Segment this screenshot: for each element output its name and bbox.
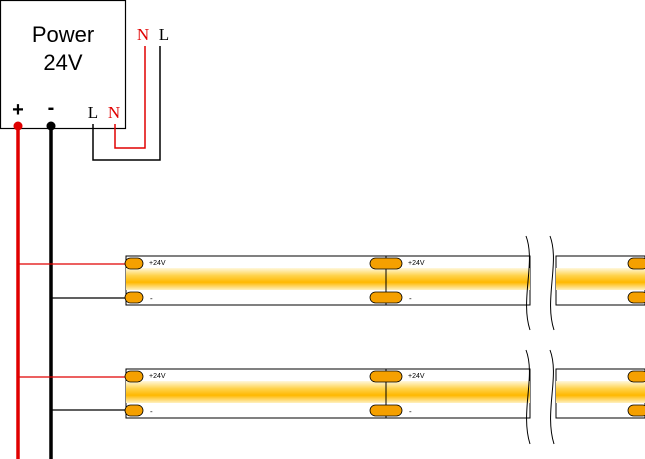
solder-pad — [124, 370, 144, 383]
plus-terminal-label: + — [12, 99, 24, 121]
terminal-neutral-label: N — [108, 103, 120, 122]
power-supply-voltage: 24V — [43, 50, 82, 75]
positive-pad-label: +24V — [408, 373, 425, 380]
negative-pad-label: - — [409, 407, 412, 416]
positive-pad-label: +24V — [149, 373, 166, 380]
terminal-line-label: L — [88, 103, 98, 122]
solder-pad — [369, 257, 403, 270]
led-core — [556, 381, 645, 403]
power-supply-title: Power — [32, 22, 94, 47]
solder-pad — [627, 257, 645, 270]
solder-pad — [124, 404, 144, 417]
strip-2-segment-a — [125, 368, 531, 419]
minus-terminal-label: - — [48, 97, 55, 119]
solder-pad — [124, 257, 144, 270]
break-mark-right — [549, 349, 555, 445]
led-core — [126, 268, 530, 290]
led-core — [126, 381, 530, 403]
solder-pad — [124, 291, 144, 304]
neutral-wire — [114, 46, 146, 149]
solder-pad — [369, 370, 403, 383]
solder-pad — [627, 404, 645, 417]
solder-pad — [627, 291, 645, 304]
power-supply: Power 24V + - — [0, 0, 127, 131]
positive-pad-label: +24V — [149, 260, 166, 267]
led-strip-2: +24V +24V - - — [18, 345, 645, 449]
negative-pad-label: - — [150, 407, 153, 416]
strip-1-segment-a — [125, 255, 531, 306]
break-mark-right — [549, 235, 555, 331]
led-strip-1: +24V +24V - - — [18, 230, 645, 334]
break-mark-left — [525, 235, 531, 331]
led-core — [556, 268, 645, 290]
negative-pad-label: - — [409, 294, 412, 303]
mains-neutral-label: N — [137, 25, 149, 44]
solder-pad — [627, 370, 645, 383]
mains-line-label: L — [159, 25, 169, 44]
solder-pad — [369, 404, 403, 417]
positive-pad-label: +24V — [408, 260, 425, 267]
power-supply-box — [0, 0, 127, 130]
negative-pad-label: - — [150, 294, 153, 303]
line-wire — [92, 46, 161, 161]
solder-pad — [369, 291, 403, 304]
break-mark-left — [525, 349, 531, 445]
